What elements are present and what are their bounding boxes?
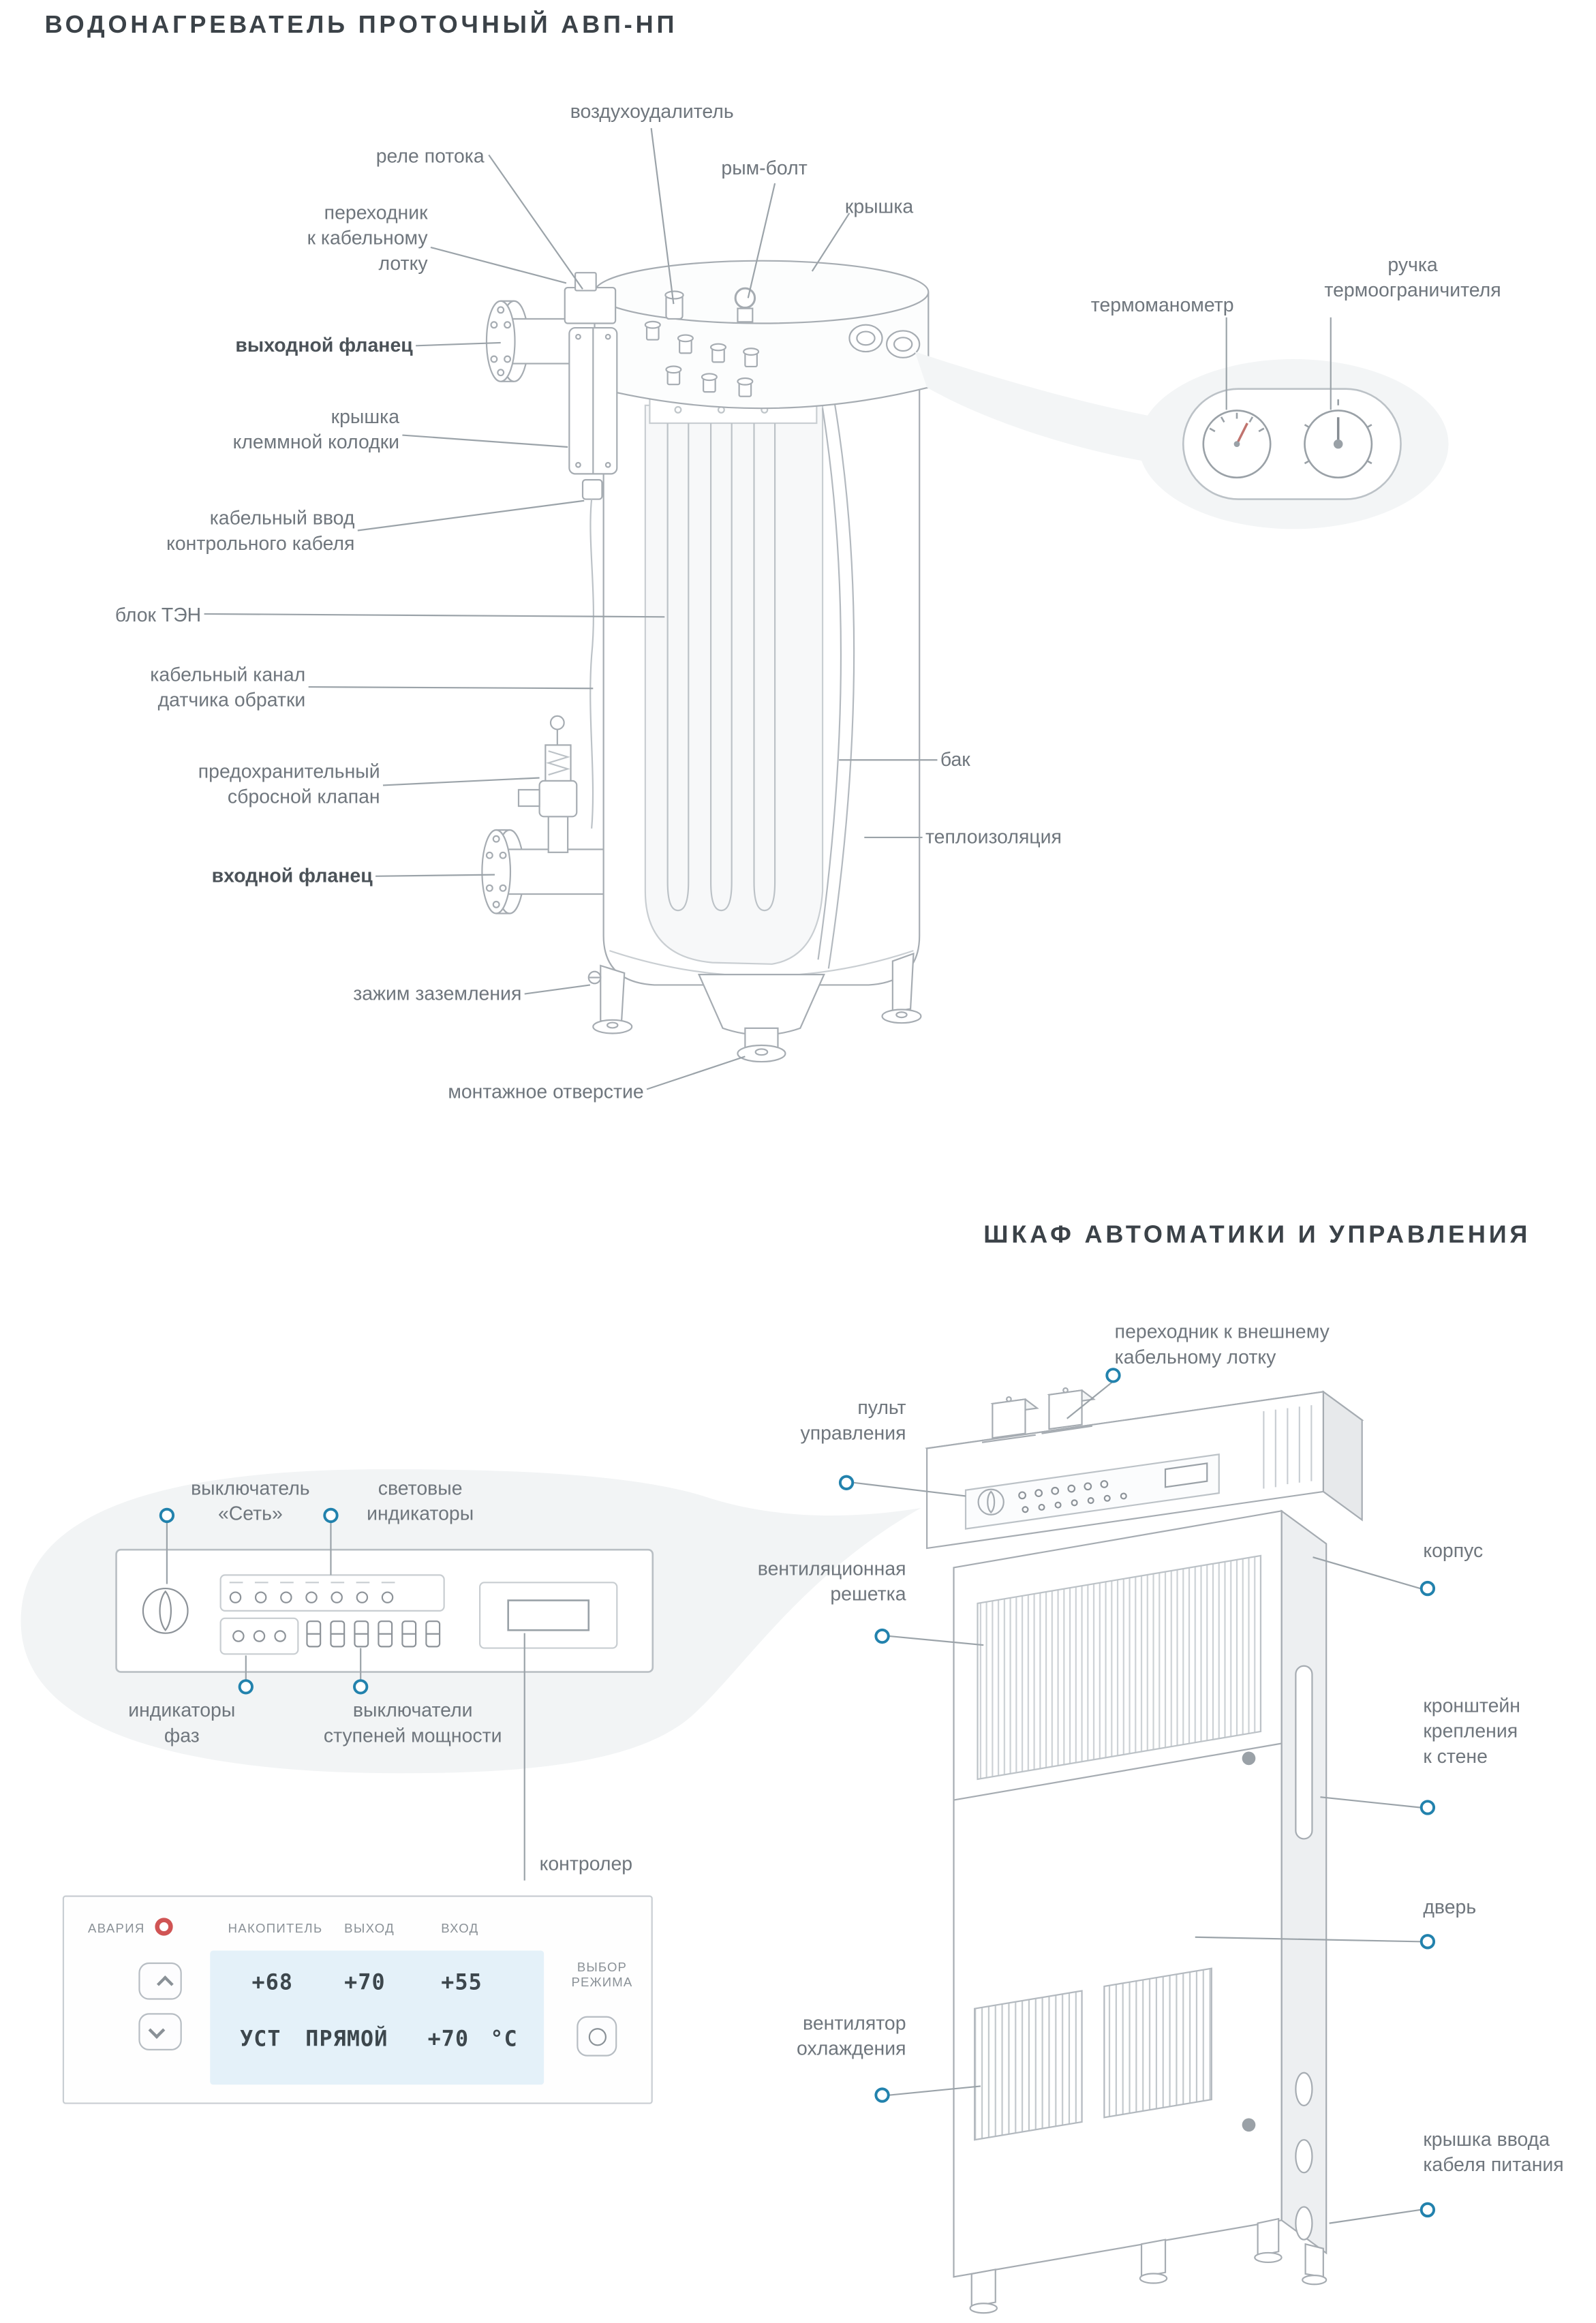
column-output: ВЫХОД <box>344 1920 395 1936</box>
label-net-switch: выключатель «Сеть» <box>191 1477 310 1525</box>
lcd-input-value: +55 <box>441 1971 482 1996</box>
lcd-mode-value: УСТ <box>240 2028 281 2052</box>
leader-lines <box>166 127 1421 2224</box>
cabinet-title: ШКАФ АВТОМАТИКИ И УПРАВЛЕНИЯ <box>983 1222 1531 1249</box>
chevron-up-icon <box>155 1974 173 1992</box>
label-vent-grille: вентиляционная решетка <box>757 1557 906 1605</box>
label-tank: бак <box>940 748 970 771</box>
label-eye-bolt: рым-болт <box>721 156 808 179</box>
label-cap: крышка <box>844 195 914 218</box>
label-tray-adapter: переходник к кабельному лотку <box>307 201 428 275</box>
label-cable-entry: кабельный ввод контрольного кабеля <box>166 506 355 555</box>
alarm-led-icon <box>155 1918 173 1936</box>
label-out-flange: выходной фланец <box>235 333 413 356</box>
cabinet-illustration <box>925 1387 1364 2314</box>
heater-title: ВОДОНАГРЕВАТЕЛЬ ПРОТОЧНЫЙ АВП-НП <box>44 12 678 39</box>
label-mounting-hole: монтажное отверстие <box>448 1080 644 1103</box>
label-cable-channel: кабельный канал датчика обратки <box>150 663 306 711</box>
label-ground-clamp: зажим заземления <box>353 982 522 1004</box>
label-phase-indicators: индикаторы фаз <box>128 1698 236 1747</box>
label-flow-relay: реле потока <box>375 144 485 167</box>
label-thermo-gauge: термоманометр <box>1090 293 1234 316</box>
column-storage: НАКОПИТЕЛЬ <box>228 1920 323 1936</box>
label-insulation: теплоизоляция <box>925 825 1062 848</box>
heater-illustration <box>481 260 930 1063</box>
lcd-storage-value: +68 <box>251 1971 294 1996</box>
mode-select-label: ВЫБОР РЕЖИМА <box>571 1959 633 1990</box>
up-button[interactable] <box>138 1962 182 2000</box>
lcd-unit: °С <box>490 2028 518 2052</box>
label-door: дверь <box>1423 1895 1477 1918</box>
label-light-indicators: световые индикаторы <box>367 1477 474 1525</box>
connector-dots <box>159 1368 1436 2218</box>
gauge-callout <box>915 352 1449 529</box>
lcd-setpoint-value: +70 <box>427 2028 470 2052</box>
label-wall-bracket: кронштейн крепления к стене <box>1423 1694 1521 1768</box>
label-limiter-knob: ручка термоограничителя <box>1324 253 1501 302</box>
label-control-panel: пульт управления <box>800 1396 906 1445</box>
label-ext-tray-adapter: переходник к внешнему кабельному лотку <box>1114 1320 1330 1368</box>
down-button[interactable] <box>138 2013 182 2050</box>
label-power-cable-cover: крышка ввода кабеля питания <box>1423 2127 1564 2176</box>
alarm-label: АВАРИЯ <box>88 1920 145 1936</box>
chevron-down-icon <box>147 2021 165 2038</box>
lcd-display: +68 +70 +55 УСТ ПРЯМОЙ +70 °С <box>210 1950 544 2085</box>
column-input: ВХОД <box>441 1920 479 1936</box>
lcd-output-value: +70 <box>344 1971 386 1996</box>
label-power-step-switches: выключатели ступеней мощности <box>323 1698 502 1747</box>
label-air-vent: воздухоудалитель <box>570 99 734 123</box>
label-terminal-cover: крышка клеммной колодки <box>232 405 400 454</box>
controller-panel: АВАРИЯ НАКОПИТЕЛЬ ВЫХОД ВХОД +68 +70 +55… <box>62 1895 653 2104</box>
callout-panel-illustration <box>115 1548 654 1673</box>
mode-select-button[interactable] <box>577 2016 617 2057</box>
label-cooling-fan: вентилятор охлаждения <box>797 2012 906 2060</box>
label-safety-valve: предохранительный сбросной клапан <box>198 760 380 808</box>
lcd-type-value: ПРЯМОЙ <box>305 2028 388 2052</box>
mode-button-icon <box>587 2027 606 2046</box>
label-in-flange: входной фланец <box>211 864 373 887</box>
label-ten-block: блок ТЭН <box>114 603 202 626</box>
label-housing: корпус <box>1423 1539 1484 1562</box>
label-controller: контролер <box>539 1852 633 1875</box>
